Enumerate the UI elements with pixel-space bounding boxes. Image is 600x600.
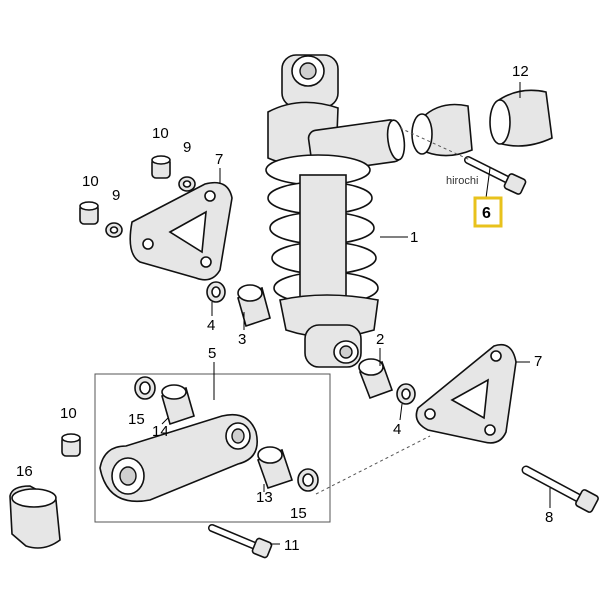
- shock-absorber-part-1[interactable]: [265, 54, 407, 368]
- washer-part-9-upper-a[interactable]: [178, 176, 196, 192]
- callout-10-upper-a[interactable]: 10: [152, 125, 169, 142]
- bushing-part-15-upper[interactable]: [134, 376, 156, 400]
- washer-part-9-upper-b[interactable]: [105, 222, 123, 238]
- callout-3[interactable]: 3: [238, 331, 246, 348]
- washer-part-4-left[interactable]: [206, 281, 226, 303]
- callout-4-right[interactable]: 4: [393, 421, 401, 438]
- sleeve-part-16[interactable]: [9, 485, 61, 549]
- bushing-part-15-lower[interactable]: [297, 468, 319, 492]
- callout-4-left[interactable]: 4: [207, 317, 215, 334]
- callout-13[interactable]: 13: [256, 489, 273, 506]
- leader-lines: [161, 82, 551, 545]
- callout-2[interactable]: 2: [376, 331, 384, 348]
- callout-9-upper-b[interactable]: 9: [112, 187, 120, 204]
- spacer-part-3[interactable]: [237, 284, 271, 328]
- linkage-group-box: [94, 373, 331, 523]
- callout-7-lower[interactable]: 7: [534, 353, 542, 370]
- assembly-line-upper: [315, 435, 431, 495]
- callout-11[interactable]: 11: [284, 537, 300, 554]
- callout-8[interactable]: 8: [545, 509, 553, 526]
- spacer-part-2[interactable]: [358, 358, 394, 400]
- washer-part-4-right[interactable]: [396, 383, 416, 405]
- bracket-part-7-lower[interactable]: [415, 343, 517, 444]
- callout-10-lower[interactable]: 10: [60, 405, 77, 422]
- callout-15-upper[interactable]: 15: [128, 411, 145, 428]
- callout-1[interactable]: 1: [410, 229, 418, 246]
- callout-12[interactable]: 12: [512, 63, 529, 80]
- callout-7-upper[interactable]: 7: [215, 151, 223, 168]
- nut-part-10-upper-b[interactable]: [79, 201, 99, 225]
- watermark-text: hirochi: [446, 175, 478, 187]
- highlight-box-part-6: [473, 196, 503, 228]
- spacer-part-14[interactable]: [161, 384, 195, 426]
- nut-part-10-upper-a[interactable]: [151, 155, 171, 179]
- callout-15-lower[interactable]: 15: [290, 505, 307, 522]
- link-arm-part-5[interactable]: [99, 413, 258, 502]
- bolt-part-11[interactable]: [208, 524, 273, 559]
- bushing-part-12[interactable]: [411, 89, 553, 157]
- callout-5[interactable]: 5: [208, 345, 216, 362]
- assembly-line-top: [399, 127, 471, 161]
- spacer-part-13[interactable]: [256, 446, 294, 490]
- callout-16[interactable]: 16: [16, 463, 33, 480]
- callout-14[interactable]: 14: [152, 423, 169, 440]
- bolt-part-8[interactable]: [521, 465, 599, 513]
- callout-6[interactable]: 6: [482, 205, 491, 222]
- callout-10-upper-b[interactable]: 10: [82, 173, 99, 190]
- nut-part-10-lower[interactable]: [61, 433, 81, 457]
- callout-9-upper-a[interactable]: 9: [183, 139, 191, 156]
- bracket-part-7-upper[interactable]: [129, 181, 233, 281]
